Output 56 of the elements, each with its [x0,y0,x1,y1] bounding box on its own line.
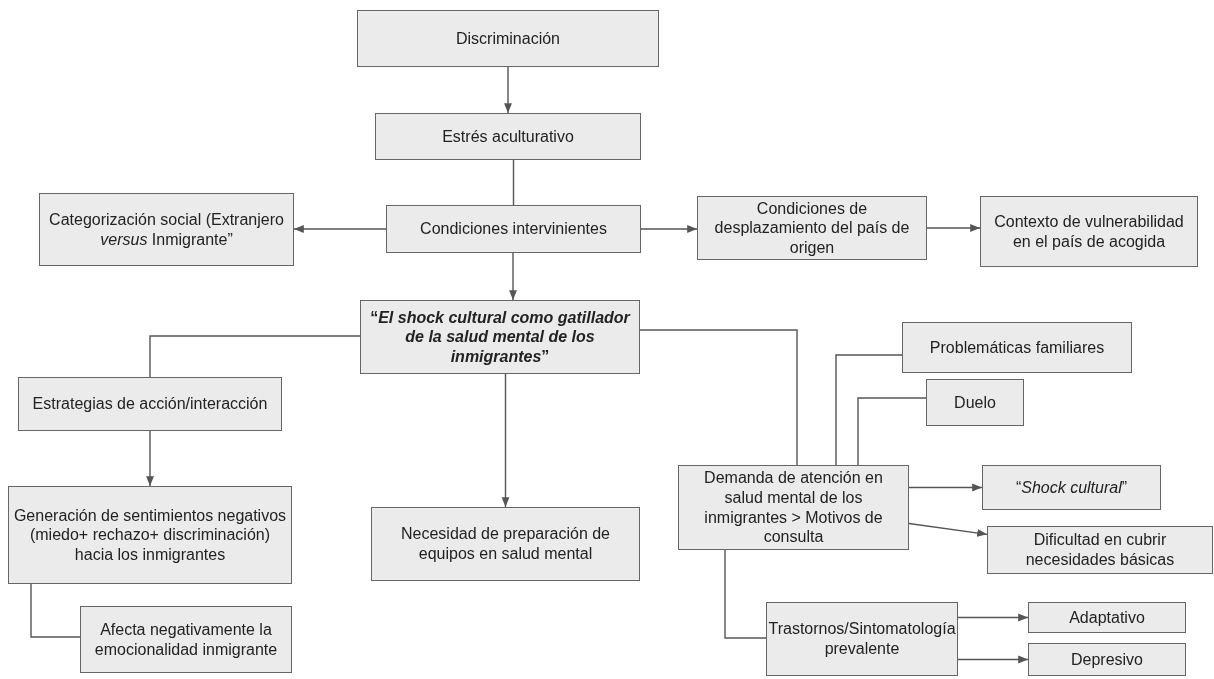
process-box [987,526,1213,574]
process-box [357,10,659,67]
connector-line [857,397,927,466]
process-box [980,196,1198,267]
box-label: Depresivo [1071,649,1143,670]
process-box [697,196,927,260]
process-box [766,602,958,676]
box-label: “El shock cultural como gatillador de la salud mental de los inmigrantes” [369,307,632,367]
box-label: Estrategias de acción/interacción [32,394,268,414]
arrow [957,655,1029,664]
box-label: Trastornos/Sintomatología prevalente [768,619,956,659]
process-box [926,379,1024,426]
arrow [640,225,698,233]
box-label: Discriminación [456,28,560,49]
arrow [501,373,510,508]
process-box [375,113,641,160]
connector-line [639,329,798,466]
process-box [80,606,292,673]
process-box [1028,602,1186,633]
process-box [1028,643,1186,676]
process-box [386,205,641,253]
box-label: Contexto de vulnerabilidad en el país de acogida [993,212,1185,251]
box-label: Dificultad en cubrir necesidades básicas [1024,530,1176,570]
connector-line [512,159,515,206]
box-label: Duelo [954,392,996,413]
connector-line [149,335,361,378]
connector-line [30,583,81,638]
box-label: Categorización social (Extranjero versus Inmigrante” [48,210,285,249]
process-box [902,322,1132,373]
box-label: Condiciones intervinientes [420,219,607,239]
arrow [504,66,512,114]
process-box [18,377,282,431]
arrow [957,613,1029,622]
arrow [926,224,981,232]
box-label: Necesidad de preparación de equipos en salud mental [400,524,611,564]
arrow [908,522,988,537]
process-box [360,300,640,374]
box-label: Afecta negativamente la emocionalidad inmigrante [93,620,279,659]
process-box [982,465,1161,510]
process-box [678,465,909,550]
process-box [39,193,294,266]
process-box [8,486,292,584]
box-label: “Shock cultural” [1015,477,1128,498]
arrow [509,252,517,301]
box-label: Generación de sentimientos negativos (miedo+ rechazo+ discriminación) hacia los inmigrantes [13,505,287,565]
arrow [146,430,154,487]
connector-line [724,549,767,639]
box-label: Problemáticas familiares [929,337,1105,358]
box-label: Estrés aculturativo [442,126,574,147]
box-label: Adaptativo [1069,607,1145,628]
connector-line [835,354,903,466]
process-box [371,507,640,581]
arrow [293,225,387,233]
arrow [908,483,983,492]
box-label: Demanda de atención en salud mental de los inmigrantes > Motivos de consulta [703,468,884,547]
box-label: Condiciones de desplazamiento del país de origen [713,198,911,258]
